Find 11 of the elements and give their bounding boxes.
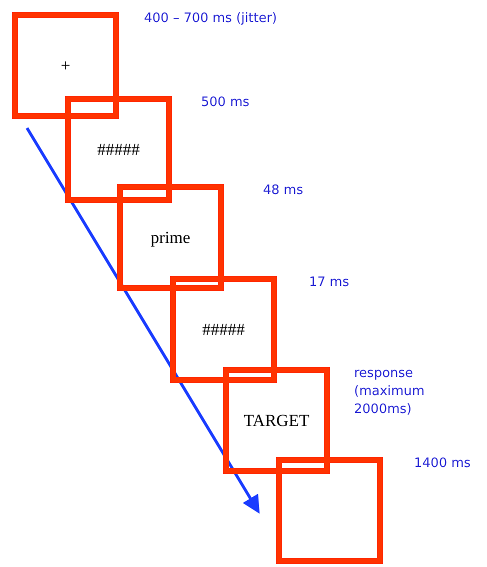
duration-label: 48 ms [263, 182, 304, 200]
stimulus-text: prime [150, 228, 190, 248]
duration-label: 17 ms [309, 274, 350, 292]
stimulus-text: ##### [97, 140, 140, 160]
stimulus-text: TARGET [244, 410, 310, 430]
stimulus-text: + [60, 56, 70, 76]
duration-label: 400 – 700 ms (jitter) [144, 10, 277, 28]
duration-label: 1400 ms [414, 455, 471, 473]
duration-label: 500 ms [201, 94, 250, 112]
duration-label: response (maximum 2000ms) [354, 365, 426, 419]
stimulus-text: ##### [202, 320, 245, 340]
